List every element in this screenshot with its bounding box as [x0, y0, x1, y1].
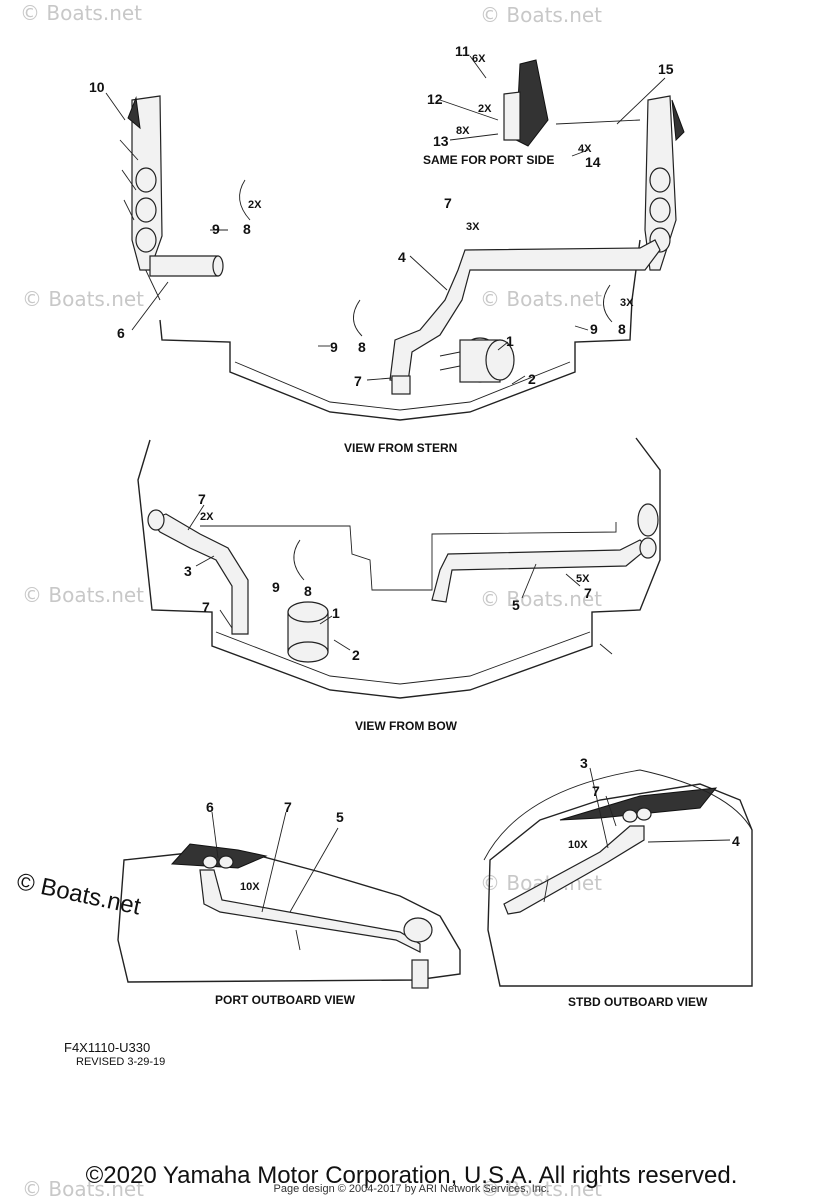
watermark: © Boats.net: [22, 1177, 144, 1200]
callout-10x: 10X: [240, 881, 260, 893]
revision-date: REVISED 3-29-19: [76, 1056, 166, 1068]
port-labels: 6 7 5 10X PORT OUTBOARD VIEW: [206, 799, 356, 1007]
bow-labels: 7 2X 3 9 8 7 1 2 5 7 5X VIEW FROM BOW: [184, 491, 592, 733]
callout-3: 3: [184, 563, 192, 579]
cover-plate: [515, 59, 549, 147]
copyright-footer: ©2020 Yamaha Motor Corporation, U.S.A. A…: [85, 1162, 738, 1189]
port-outboard-view: [117, 843, 461, 989]
port-hose-5: [199, 869, 421, 953]
callout-14: 14: [585, 154, 601, 170]
watermark: © Boats.net: [22, 287, 144, 311]
stern-labels: 10 11 6X 12 2X 13 8X 14 4X 15 SAME FOR P…: [89, 43, 674, 455]
callout-9: 9: [590, 321, 598, 337]
watermarks: © Boats.net © Boats.net © Boats.net © Bo…: [20, 1, 602, 1200]
callout-7-mult: 2X: [200, 511, 214, 523]
callout-8-mult: 3X: [620, 297, 634, 309]
callout-5: 5: [512, 597, 520, 613]
port-leaders: [211, 811, 339, 913]
callout-12: 12: [427, 91, 443, 107]
callout-1: 1: [332, 605, 340, 621]
note-port-side: SAME FOR PORT SIDE: [423, 153, 554, 167]
callout-8: 8: [304, 583, 312, 599]
stern-view: [119, 59, 685, 421]
stbd-labels: 3 7 4 10X STBD OUTBOARD VIEW: [568, 755, 740, 1009]
callout-12-mult: 2X: [478, 103, 492, 115]
hose-3: [148, 513, 249, 635]
callout-7-mult: 5X: [576, 573, 590, 585]
callout-9: 9: [212, 221, 220, 237]
callout-10x: 10X: [568, 839, 588, 851]
stbd-view-frame: [483, 769, 753, 861]
bow-hull-outline: [137, 437, 661, 699]
stbd-leaders: [589, 767, 731, 849]
muffler-1: [439, 337, 515, 383]
stbd-hose-3: [503, 825, 645, 915]
view-title-port: PORT OUTBOARD VIEW: [215, 993, 356, 1007]
callout-15: 15: [658, 61, 674, 77]
muffler-1-bow: [287, 601, 329, 663]
callout-10: 10: [89, 79, 105, 95]
callout-7: 7: [202, 599, 210, 615]
stbd-hull-outline: [487, 783, 753, 987]
view-title-stbd: STBD OUTBOARD VIEW: [568, 995, 708, 1009]
callout-7: 7: [284, 799, 292, 815]
callout-8-mult: 2X: [248, 199, 262, 211]
watermark: © Boats.net: [480, 587, 602, 611]
callout-7: 7: [592, 783, 600, 799]
callout-11-mult: 6X: [472, 53, 486, 65]
hose-4: [389, 239, 661, 383]
callout-14-mult: 4X: [578, 143, 592, 155]
stern-hull-outline: [159, 239, 641, 421]
callout-5: 5: [336, 809, 344, 825]
bow-leaders: [187, 504, 581, 651]
hose-6: [149, 255, 219, 277]
callout-2: 2: [528, 371, 536, 387]
view-title-bow: VIEW FROM BOW: [355, 719, 458, 733]
view-title-stern: VIEW FROM STERN: [344, 441, 457, 455]
watermark: © Boats.net: [20, 1, 142, 25]
watermark: © Boats.net: [480, 3, 602, 27]
callout-1: 1: [506, 333, 514, 349]
callout-11: 11: [455, 43, 470, 59]
callout-13-mult: 8X: [456, 125, 470, 137]
stern-leaders: [105, 55, 589, 385]
callout-13: 13: [433, 133, 449, 149]
callout-2: 2: [352, 647, 360, 663]
callout-9: 9: [330, 339, 338, 355]
callout-8: 8: [243, 221, 251, 237]
bow-view: [137, 437, 661, 699]
callout-7: 7: [584, 585, 592, 601]
callout-4: 4: [732, 833, 740, 849]
bracket-8: [239, 179, 251, 221]
watermark: © Boats.net: [480, 287, 602, 311]
callout-7: 7: [198, 491, 206, 507]
callout-9: 9: [272, 579, 280, 595]
watermark: © Boats.net: [22, 583, 144, 607]
callout-8: 8: [618, 321, 626, 337]
callout-7: 7: [444, 195, 452, 211]
callout-4: 4: [398, 249, 406, 265]
callout-7: 7: [354, 373, 362, 389]
callout-6: 6: [117, 325, 125, 341]
document-code: F4X1110-U330: [64, 1040, 151, 1055]
watermark: © Boats.net: [480, 1177, 602, 1200]
callout-6: 6: [206, 799, 214, 815]
callout-3: 3: [580, 755, 588, 771]
page-design-credit: Page design © 2004-2017 by ARI Network S…: [273, 1183, 550, 1195]
stbd-outboard-view: [487, 783, 753, 987]
callout-7-mult: 3X: [466, 221, 480, 233]
callout-8: 8: [358, 339, 366, 355]
